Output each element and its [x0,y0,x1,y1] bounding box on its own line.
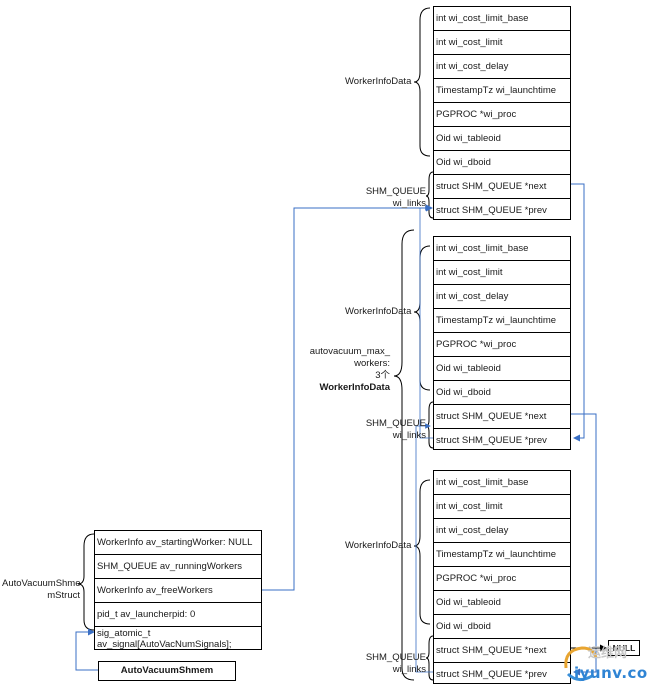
worker-field-5: PGPROC *wi_proc [434,333,570,357]
shmem-field-starting-worker: WorkerInfo av_startingWorker: NULL [95,531,261,555]
shmem-struct-label-line1: AutoVacuumShme [2,578,81,589]
worker-struct-label-1: WorkerInfoData [345,76,412,87]
max-workers-line2: workers: [354,358,390,369]
queue-label-name: wi_links [392,664,426,675]
brace-links-1 [425,171,434,219]
worker-field-4: TimestampTz wi_launchtime [434,543,570,567]
worker-field-4: TimestampTz wi_launchtime [434,79,570,103]
shmem-field-signal: sig_atomic_t av_signal[AutoVacNumSignals… [95,627,261,651]
arrow-free-workers [262,204,433,591]
worker-field-1: int wi_cost_limit_base [434,237,570,261]
queue-label-name: wi_links [392,198,426,209]
worker-field-6: Oid wi_tableoid [434,591,570,615]
shmem-field-free-workers: WorkerInfo av_freeWorkers [95,579,261,603]
worker-field-8: struct SHM_QUEUE *next [434,405,570,429]
shmem-field-launcher-pid: pid_t av_launcherpid: 0 [95,603,261,627]
worker-field-7: Oid wi_dboid [434,615,570,639]
brace-worker-3 [413,479,431,625]
queue-label-1: SHM_QUEUE wi_links [360,186,426,210]
queue-label-type: SHM_QUEUE [365,186,426,197]
arrow-prev-1 [419,205,433,439]
worker-struct-label-2: WorkerInfoData [345,306,412,317]
shmem-field-running-workers: SHM_QUEUE av_runningWorkers [95,555,261,579]
worker-field-3: int wi_cost_delay [434,519,570,543]
brace-shmem [77,533,95,631]
max-workers-line4: WorkerInfoData [319,382,390,393]
queue-label-type: SHM_QUEUE [365,418,426,429]
worker-field-2: int wi_cost_limit [434,261,570,285]
worker-field-2: int wi_cost_limit [434,31,570,55]
worker-field-9: struct SHM_QUEUE *prev [436,205,547,216]
max-workers-label: autovacuum_max_ workers: 3个 WorkerInfoDa… [290,346,390,394]
watermark-logo: 运维网 iyunv.com [558,640,647,686]
worker-field-3: int wi_cost_delay [434,55,570,79]
shmem-struct-label: AutoVacuumShme mStruct [2,578,81,602]
worker-field-9: struct SHM_QUEUE *prev [436,435,547,446]
brace-max-workers [393,229,415,681]
shmem-signal-array: av_signal[AutoVacNumSignals]; [97,639,232,650]
brace-worker-2 [413,245,431,391]
worker-field-5: PGPROC *wi_proc [434,567,570,591]
max-workers-line3: 3个 [375,370,390,381]
max-workers-line1: autovacuum_max_ [309,346,390,357]
worker-field-8: struct SHM_QUEUE *next [434,639,570,663]
watermark-bottom-text: iyunv.com [574,664,647,682]
watermark-swirl-icon [564,646,598,681]
arrow-shmem-pointer [75,628,98,671]
worker-field-1: int wi_cost_limit_base [434,7,570,31]
arrow-prev-2 [415,423,433,673]
queue-label-type: SHM_QUEUE [365,652,426,663]
queue-label-name: wi_links [392,430,426,441]
worker-field-8: struct SHM_QUEUE *next [434,175,570,199]
brace-links-2 [425,401,434,449]
worker-field-5: PGPROC *wi_proc [434,103,570,127]
shmem-struct-label-line2: mStruct [47,590,80,601]
arrow-next-2 [570,413,597,676]
queue-label-3: SHM_QUEUE wi_links [360,652,426,676]
watermark-top-text: 运维网 [588,646,628,661]
null-box: NULL [608,640,640,656]
brace-worker-1 [413,7,431,157]
worker-field-1: int wi_cost_limit_base [434,471,570,495]
shmem-signal-type: sig_atomic_t [97,628,151,639]
shmem-pointer-box: AutoVacuumShmem [98,661,236,681]
worker-field-6: Oid wi_tableoid [434,127,570,151]
brace-links-3 [425,635,434,681]
worker-field-2: int wi_cost_limit [434,495,570,519]
worker-field-4: TimestampTz wi_launchtime [434,309,570,333]
worker-field-6: Oid wi_tableoid [434,357,570,381]
worker-field-3: int wi_cost_delay [434,285,570,309]
worker-struct-label-3: WorkerInfoData [345,540,412,551]
worker-field-7: Oid wi_dboid [434,151,570,175]
queue-label-2: SHM_QUEUE wi_links [360,418,426,442]
arrow-next-1 [570,183,585,442]
worker-field-9: struct SHM_QUEUE *prev [436,669,547,680]
shmem-struct-box: WorkerInfo av_startingWorker: NULL SHM_Q… [94,530,262,650]
worker-field-7: Oid wi_dboid [434,381,570,405]
